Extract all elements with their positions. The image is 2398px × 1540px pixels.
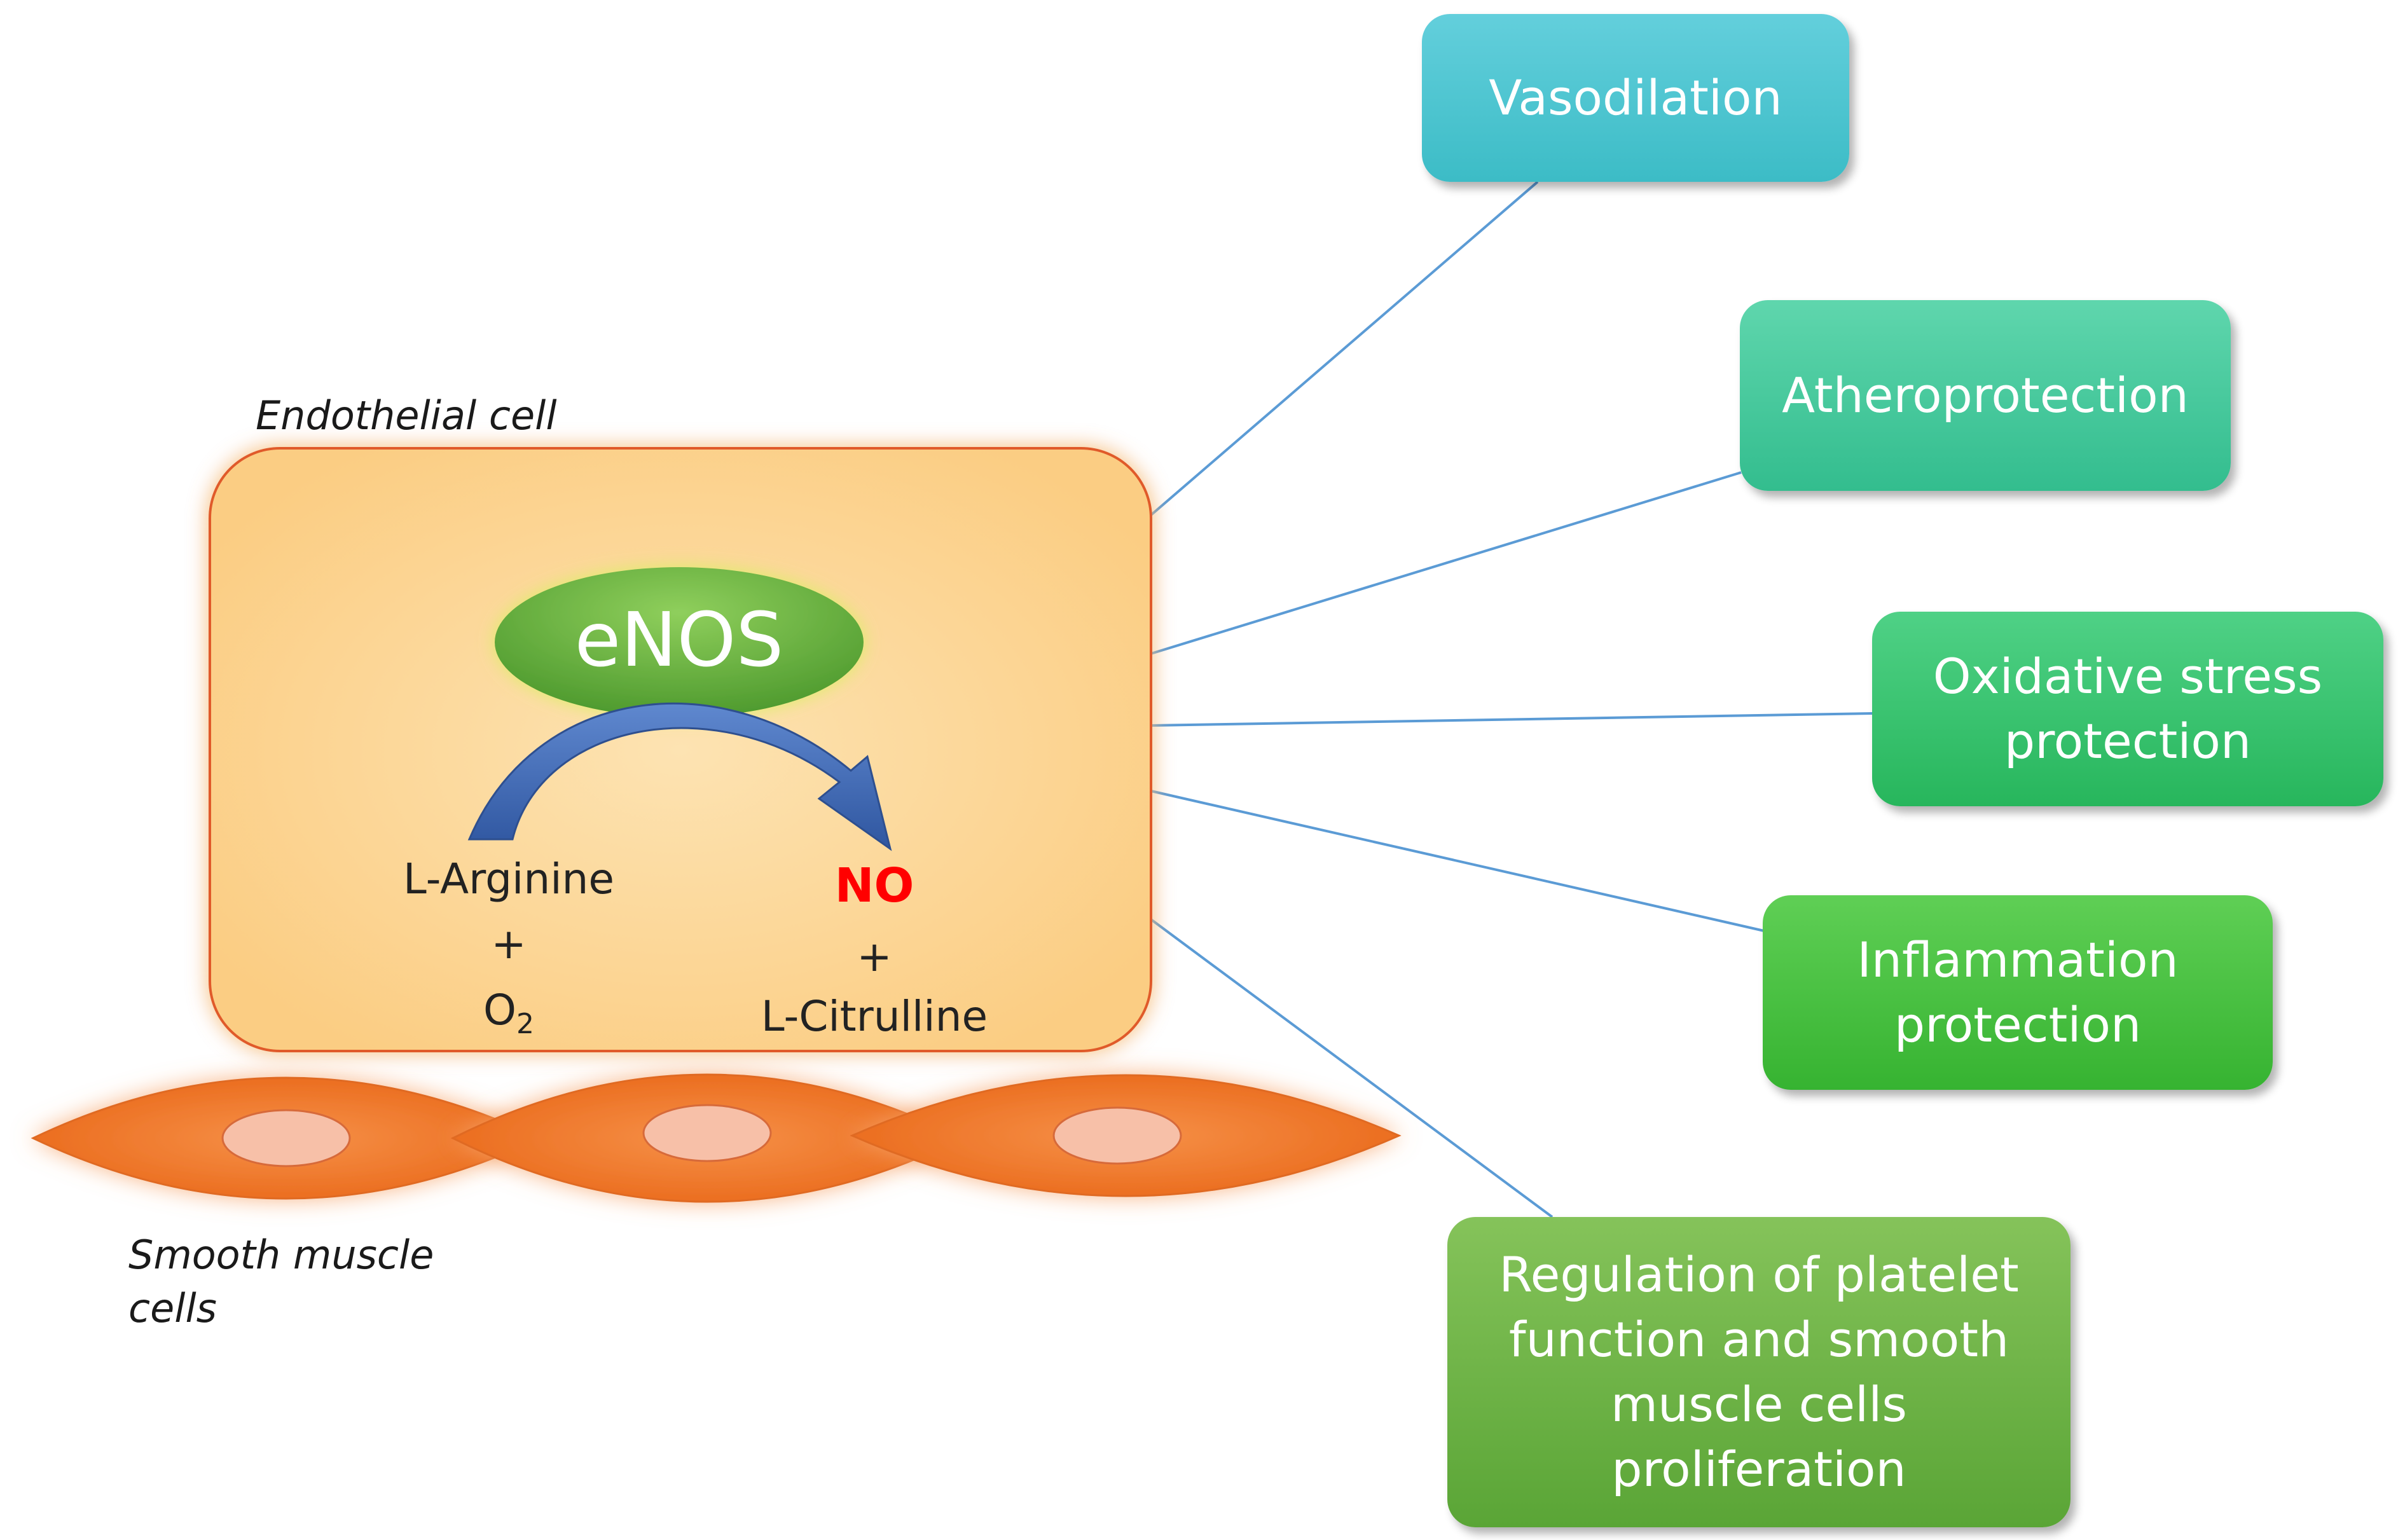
enos-enzyme [495,567,864,717]
connector-atheroprotection [1150,471,1742,655]
reaction-arrow [467,703,892,851]
enos-label: eNOS [575,596,784,684]
plus-left: + [491,919,527,968]
product-nitric-oxide: NO [834,858,914,913]
nucleus-2 [642,1104,772,1162]
outcome-oxidative-stress-protection: Oxidative stress protection [1872,612,2383,806]
nucleus-1 [221,1109,351,1167]
substrate-oxygen: O2 [382,989,636,1038]
connector-platelet-regulation [1150,918,1554,1218]
connector-oxidative-stress [1150,712,1873,727]
substrate-l-arginine: L-Arginine [403,855,614,904]
oxygen-symbol: O [483,986,516,1035]
nucleus-3 [1052,1106,1182,1165]
endothelial-cell-label: Endothelial cell [256,392,557,439]
endothelial-cell [209,447,1152,1052]
outcome-platelet-regulation: Regulation of platelet function and smoo… [1447,1217,2071,1527]
smooth-muscle-cells [31,1073,1402,1203]
oxygen-subscript: 2 [516,1008,534,1040]
outcome-vasodilation: Vasodilation [1422,14,1849,182]
connector-inflammation [1150,790,1765,932]
smooth-muscle-cells-label: Smooth muscle cells [128,1232,434,1331]
outcome-inflammation-protection: Inflammation protection [1763,895,2273,1090]
plus-right: + [857,932,892,981]
connector-vasodilation [1150,181,1539,516]
outcome-atheroprotection: Atheroprotection [1740,300,2231,491]
product-l-citrulline: L-Citrulline [761,992,988,1041]
connector-lines [1150,181,1873,1218]
